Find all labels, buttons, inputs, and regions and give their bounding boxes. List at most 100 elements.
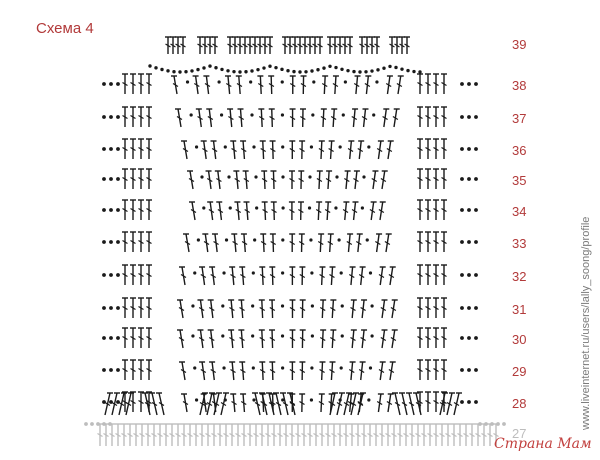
- dc-stitch: [353, 75, 361, 95]
- chain-stitch: [226, 69, 230, 73]
- chain-stitch: [375, 80, 379, 84]
- chain-stitch: [251, 334, 255, 338]
- dc-stitch: [146, 199, 152, 220]
- chain-stitch: [193, 366, 197, 370]
- dc-stitch: [317, 36, 323, 54]
- vertical-watermark-text: www.liveinternet.ru/users/lally_soong/pr…: [580, 217, 592, 430]
- chain-stitch: [116, 115, 120, 119]
- chain-stitch: [249, 80, 253, 84]
- dc-stitch: [230, 393, 237, 413]
- dc-stitch: [233, 170, 240, 190]
- chain-stitch: [467, 147, 471, 151]
- dc-stitch: [145, 423, 151, 446]
- dc-stitch: [385, 423, 391, 446]
- chain-stitch: [223, 145, 227, 149]
- dc-stitch: [239, 361, 246, 381]
- dc-stitch: [197, 329, 205, 349]
- dc-stitch: [343, 392, 352, 416]
- dc-stitch: [130, 359, 136, 380]
- dc-stitch: [122, 359, 128, 380]
- chain-stitch: [109, 368, 113, 372]
- dc-stitch: [319, 266, 326, 286]
- dc-stitch: [441, 327, 447, 348]
- chain-stitch: [467, 400, 471, 404]
- chain-stitch: [194, 398, 199, 402]
- chain-stitch: [368, 271, 373, 275]
- dc-stitch: [206, 392, 215, 416]
- dc-stitch: [417, 359, 423, 380]
- dc-stitch: [151, 423, 157, 446]
- chain-stitch: [474, 208, 478, 212]
- dc-stitch: [301, 423, 307, 446]
- chain-stitch: [370, 304, 374, 308]
- chain-stitch: [339, 366, 343, 370]
- dc-stitch: [175, 36, 181, 54]
- chain-stitch: [467, 177, 471, 181]
- dc-stitch: [417, 231, 423, 252]
- dc-stitch: [205, 423, 211, 446]
- chain-stitch: [250, 113, 254, 117]
- dc-stitch: [299, 393, 306, 413]
- dc-stitch: [399, 36, 405, 54]
- dc-stitch: [269, 233, 276, 253]
- dc-stitch: [299, 108, 306, 128]
- dc-stitch: [289, 266, 296, 285]
- dc-stitch: [441, 199, 447, 220]
- dc-stitch: [353, 170, 360, 190]
- dc-stitch: [197, 36, 203, 54]
- dc-stitch: [382, 108, 390, 128]
- dc-stitch: [257, 75, 264, 95]
- dc-stitch: [433, 73, 439, 94]
- dc-stitch: [328, 140, 335, 160]
- chain-stitch: [467, 368, 471, 372]
- chain-stitch: [252, 145, 256, 149]
- dc-stitch: [270, 201, 277, 221]
- dc-stitch: [317, 233, 325, 253]
- dc-stitch: [417, 264, 423, 285]
- dc-stitch: [157, 423, 163, 446]
- dc-stitch: [202, 233, 210, 253]
- dc-stitch: [177, 329, 185, 349]
- chain-stitch: [467, 115, 471, 119]
- dc-stitch: [138, 264, 144, 285]
- chain-stitch: [308, 175, 312, 179]
- chain-stitch: [360, 206, 364, 210]
- dc-stitch: [209, 266, 217, 286]
- dc-stitch: [337, 423, 343, 446]
- chain-stitch: [311, 113, 315, 117]
- dc-stitch: [332, 36, 338, 54]
- chain-stitch: [460, 368, 464, 372]
- dc-stitch: [350, 392, 359, 416]
- chain-stitch: [307, 206, 312, 210]
- dc-stitch: [413, 392, 422, 416]
- dc-stitch: [212, 36, 218, 54]
- dc-stitch: [329, 392, 338, 416]
- dc-stitch: [299, 361, 306, 381]
- dc-stitch: [271, 423, 277, 446]
- chain-stitch: [178, 70, 182, 74]
- dc-stitch: [138, 199, 144, 220]
- dc-stitch: [138, 297, 144, 318]
- dc-stitch: [298, 170, 305, 190]
- dc-stitch: [292, 36, 298, 54]
- chain-stitch: [460, 336, 464, 340]
- row-number: 33: [512, 236, 527, 251]
- dc-stitch: [425, 264, 431, 285]
- dc-stitch: [378, 361, 386, 381]
- dc-stitch: [181, 140, 189, 160]
- dc-stitch: [329, 266, 336, 286]
- chain-stitch: [292, 69, 296, 74]
- chain-stitch: [474, 147, 478, 151]
- chain-stitch: [244, 70, 248, 74]
- dc-stitch: [359, 36, 365, 54]
- dc-stitch: [441, 359, 447, 380]
- dc-stitch: [265, 423, 271, 446]
- chain-stitch: [467, 208, 471, 212]
- dc-stitch: [227, 108, 234, 128]
- chain-stitch: [340, 334, 344, 338]
- chain-stitch: [328, 64, 332, 68]
- dc-stitch: [111, 392, 120, 416]
- dc-stitch: [356, 233, 363, 253]
- dc-stitch: [183, 233, 191, 253]
- chain-stitch: [116, 240, 120, 244]
